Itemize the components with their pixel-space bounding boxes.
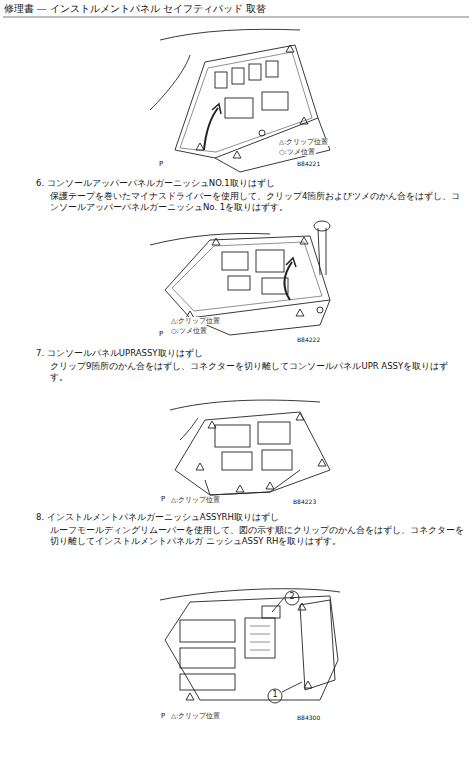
legend-note: ○:ツメ位置: [278, 148, 316, 156]
callout-number: 1: [269, 690, 281, 700]
figure-mark: P: [158, 160, 164, 169]
step-heading: 8. インストルメントパネルガーニッシュASSYRH取りはずし: [36, 512, 456, 523]
legend-note: ○:ツメ位置: [170, 327, 208, 335]
step-body: ルーフモールディングリムーバーを使用して、図の示す順にクリップのかん合をはずし、…: [50, 525, 465, 547]
legend-note: △:クリップ位置: [170, 712, 221, 720]
figure-mark: P: [160, 712, 166, 721]
figure-mark: P: [160, 495, 166, 504]
figure-code: B84223: [292, 498, 317, 506]
step-heading: 6. コンソールアッパーパネルガーニッシュNO.1取りはずし: [36, 178, 456, 189]
step-body: 保護テープを巻いたマイナスドライバーを使用して、クリップ4箇所およびツメのかん合…: [50, 191, 465, 213]
step-heading: 7. コンソールパネルUPRASSY取りはずし: [36, 348, 456, 359]
figure-code: B84221: [296, 160, 321, 168]
legend-note: △:クリップ位置: [170, 496, 221, 504]
page-header: 修理書 ― インストルメントパネル セイフティパッド 取替: [4, 3, 464, 15]
figure-code: B84222: [296, 336, 321, 344]
callout-number: 2: [286, 592, 298, 602]
figure-code: B84300: [296, 714, 321, 722]
legend-note: △:クリップ位置: [278, 138, 329, 146]
legend-note: △:クリップ位置: [170, 317, 221, 325]
step-body: クリップ9箇所のかん合をはずし、コネクターを切り離してコンソールパネルUPR A…: [50, 361, 465, 383]
figure-mark: P: [158, 330, 164, 339]
